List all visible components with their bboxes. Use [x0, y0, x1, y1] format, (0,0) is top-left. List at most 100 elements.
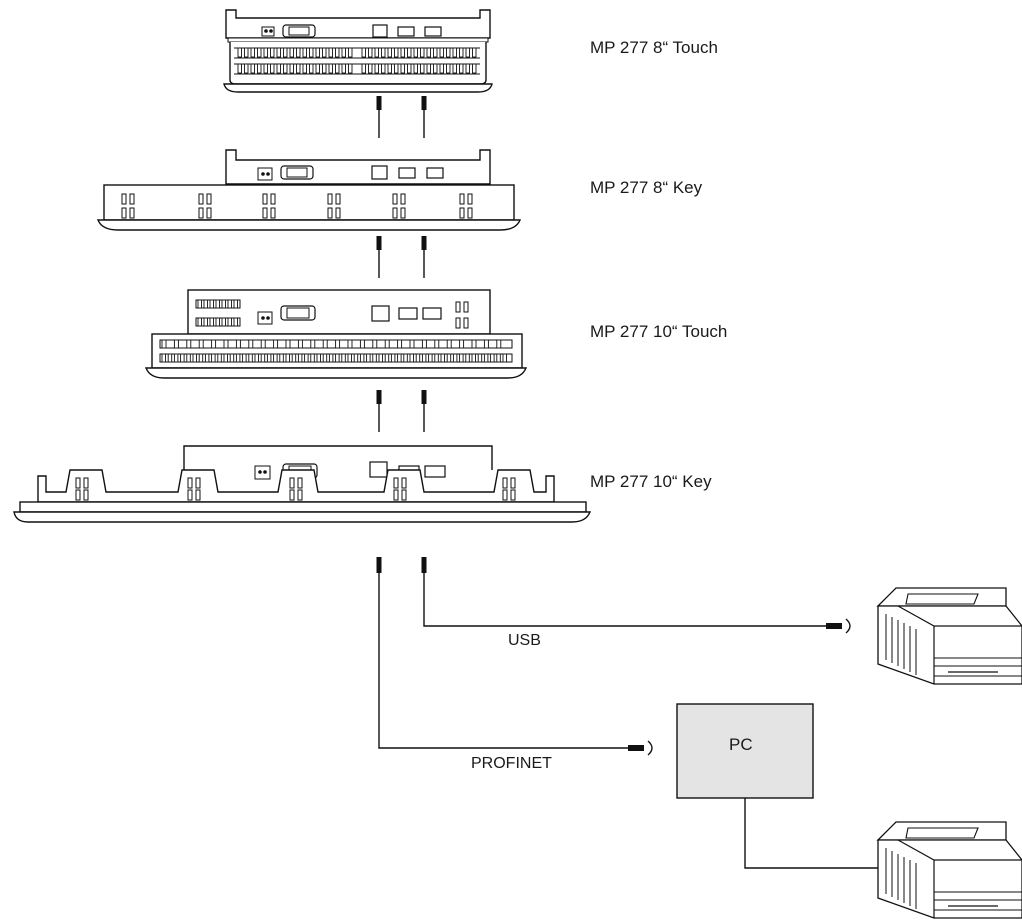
- device-mp277-10-touch: [144, 289, 528, 379]
- vent-slot: [335, 353, 340, 363]
- vent-slot: [161, 353, 166, 363]
- vent-slot: [452, 47, 457, 58]
- vent-row-8t-1a: [237, 47, 353, 58]
- vent-slot: [285, 339, 291, 349]
- vent-slot: [403, 353, 408, 363]
- vent-slot: [400, 47, 405, 58]
- vent-slot: [397, 339, 403, 349]
- vent-slot: [173, 339, 179, 349]
- vent-slot: [433, 63, 438, 74]
- vent-slot: [263, 47, 268, 58]
- device-mp277-10-key: [13, 445, 592, 523]
- vent-slot: [409, 353, 414, 363]
- vent-slot: [215, 299, 220, 309]
- vent-slot: [309, 47, 314, 58]
- vent-slot: [472, 47, 477, 58]
- vent-slot: [242, 353, 247, 363]
- vent-slot: [359, 339, 365, 349]
- vent-slot: [180, 353, 185, 363]
- vent-slot: [315, 47, 320, 58]
- connector-pair-3: [375, 389, 428, 433]
- vent-slot: [328, 353, 334, 363]
- vent-slot: [465, 47, 470, 58]
- vent-slot: [452, 353, 458, 363]
- vent-slot: [384, 353, 390, 363]
- vent-slot: [250, 47, 255, 58]
- vent-slot: [434, 339, 440, 349]
- vent-slot: [276, 47, 281, 58]
- vent-slot: [394, 47, 399, 58]
- vent-slot: [335, 63, 340, 74]
- vent-slot: [296, 63, 301, 74]
- vent-slot: [217, 353, 222, 363]
- vent-slot: [235, 339, 241, 349]
- profinet-cable-end-plug: [628, 745, 644, 751]
- vent-slot: [439, 63, 444, 74]
- usb-label: USB: [508, 632, 541, 649]
- vent-slot: [283, 47, 288, 58]
- vent-slot: [273, 339, 279, 349]
- vent-slot: [459, 339, 465, 349]
- vent-slot: [446, 339, 452, 349]
- vent-slot: [374, 63, 379, 74]
- vent-slot: [446, 63, 451, 74]
- vent-slot: [465, 63, 470, 74]
- vent-slot: [421, 339, 427, 349]
- vent-slot: [291, 353, 297, 363]
- vent-slot: [297, 339, 303, 349]
- vent-slot: [244, 63, 249, 74]
- vent-slot: [446, 47, 451, 58]
- vent-slot: [270, 63, 275, 74]
- vent-slot: [233, 317, 238, 327]
- vent-slot: [374, 47, 379, 58]
- vent-slot: [387, 63, 392, 74]
- vent-slot: [433, 47, 438, 58]
- vent-slot: [229, 353, 235, 363]
- connector-pair-2: [375, 235, 428, 279]
- vent-slot: [413, 63, 418, 74]
- vent-slot: [304, 353, 309, 363]
- vent-slot: [420, 63, 425, 74]
- usb-plug: [421, 557, 427, 573]
- vent-slot: [309, 63, 314, 74]
- vent-slot: [310, 353, 315, 363]
- vent-slot: [209, 299, 214, 309]
- profinet-socket: [647, 740, 653, 756]
- vent-slot: [270, 47, 275, 58]
- usb-cable-end-plug: [826, 623, 842, 629]
- vent-slot: [426, 47, 431, 58]
- vent-slot: [322, 47, 327, 58]
- vent-slot: [366, 353, 371, 363]
- vent-slot: [409, 339, 415, 349]
- vent-slot: [390, 353, 396, 363]
- vent-slot: [341, 47, 346, 58]
- vent-slot: [465, 353, 470, 363]
- vent-slot: [372, 339, 378, 349]
- vent-slot: [315, 63, 320, 74]
- vent-slot: [322, 63, 327, 74]
- vent-slot: [459, 47, 464, 58]
- vent-slot: [387, 47, 392, 58]
- vent-slot: [204, 353, 210, 363]
- vent-slot: [415, 353, 421, 363]
- vent-slot: [397, 353, 402, 363]
- vent-slot: [400, 63, 405, 74]
- vent-slot: [381, 63, 386, 74]
- vent-slot: [283, 63, 288, 74]
- vent-slot: [248, 353, 253, 363]
- vent-slot: [347, 339, 353, 349]
- vent-slot: [420, 47, 425, 58]
- vent-slot: [413, 47, 418, 58]
- vent-slot: [203, 317, 208, 327]
- vent-slot: [328, 63, 333, 74]
- vent-slot: [341, 63, 346, 74]
- vent-slot: [428, 353, 433, 363]
- vent-slot: [260, 353, 266, 363]
- vent-slot: [347, 353, 352, 363]
- vent-slot: [496, 353, 501, 363]
- vent-slot: [368, 63, 373, 74]
- vent-slot: [260, 339, 266, 349]
- device-mp277-8-key: [96, 149, 522, 231]
- vent-slot: [198, 339, 204, 349]
- usb-cable: [423, 573, 826, 627]
